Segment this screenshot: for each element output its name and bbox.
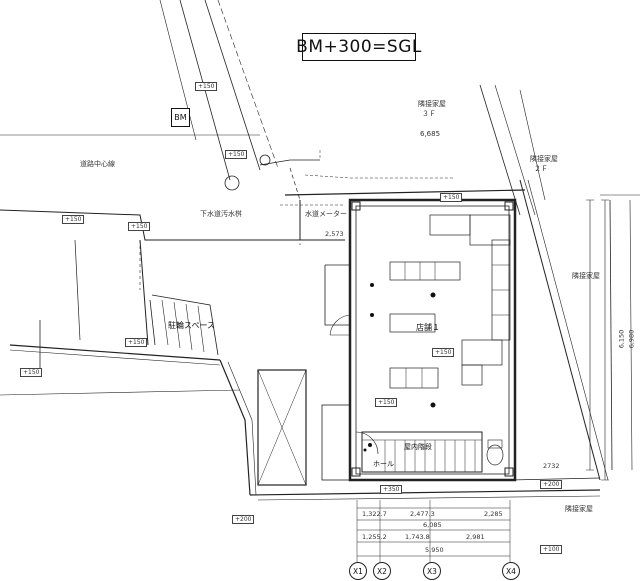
neighbor-bottom-right-label: 隣接家屋 xyxy=(565,505,593,513)
neighbor-top-floors: ３Ｆ xyxy=(422,110,436,118)
store-label: 店舗１ xyxy=(416,323,440,332)
grid-bubble-x4: X4 xyxy=(502,562,520,580)
level-tag: +150 xyxy=(125,338,148,347)
right-side-dim: 6,150 xyxy=(617,329,626,349)
neighbor-right-label: 隣接家屋 xyxy=(530,155,558,163)
dim-row2: 6,085 xyxy=(423,521,442,529)
level-tag: +200 xyxy=(232,515,255,524)
neighbor-right-floors: ２Ｆ xyxy=(534,165,548,173)
parking-label: 駐輪スペース xyxy=(168,321,216,330)
level-tag: +150 xyxy=(432,348,455,357)
sewer-label: 下水道汚水桝 xyxy=(200,210,242,218)
bm-marker: BM xyxy=(171,108,190,127)
grid-bubble-x3: X3 xyxy=(423,562,441,580)
dim-row3-b: 1,743.8 xyxy=(405,533,430,541)
level-tag: +150 xyxy=(195,82,218,91)
grid-bubble-x1: X1 xyxy=(349,562,367,580)
bottom-right-dim: 2732 xyxy=(543,462,560,470)
level-tag: +150 xyxy=(62,215,85,224)
dim-row4: 5,950 xyxy=(425,546,444,554)
dim-row3-a: 1,255.2 xyxy=(362,533,387,541)
dim-row1-c: 2,285 xyxy=(484,510,503,518)
neighbor-mid-right-label: 隣接家屋 xyxy=(572,272,600,280)
meter-label: 水道メーター xyxy=(305,210,347,218)
level-tag: +200 xyxy=(540,480,563,489)
dim-row3-c: 2,981 xyxy=(466,533,485,541)
hall-label: ホール xyxy=(373,460,394,468)
road-center-label: 道路中心線 xyxy=(80,160,115,168)
benchmark-title: BM+300=SGL xyxy=(296,33,421,61)
level-tag: +150 xyxy=(225,150,248,159)
level-tag: +150 xyxy=(20,368,43,377)
level-tag: +150 xyxy=(375,398,398,407)
top-width-dim: 6,685 xyxy=(420,130,441,138)
dim-row1-a: 1,322.7 xyxy=(362,510,387,518)
level-tag: +150 xyxy=(128,222,151,231)
wall-dim-tag: 2,573 xyxy=(325,230,344,238)
level-tag: +350 xyxy=(380,485,403,494)
grid-bubble-x2: X2 xyxy=(373,562,391,580)
level-tag: +100 xyxy=(540,545,563,554)
level-tag: +150 xyxy=(440,193,463,202)
right-outer-dim: 6,980 xyxy=(627,329,636,349)
stair-label: 屋内階段 xyxy=(404,443,432,451)
neighbor-top-label: 隣接家屋 xyxy=(418,100,446,108)
dim-row1-b: 2,477.3 xyxy=(410,510,435,518)
